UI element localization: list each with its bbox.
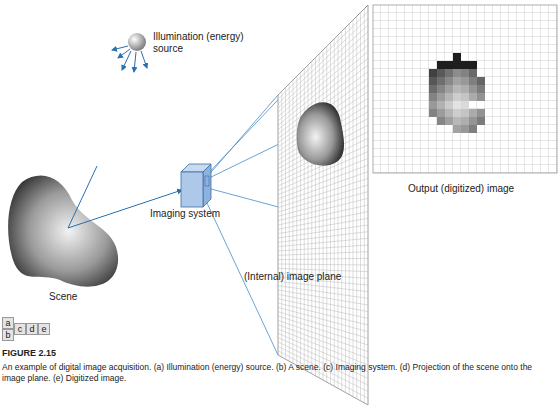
panel-letter: a bbox=[5, 318, 10, 328]
figure-label: Output (digitized) image bbox=[408, 183, 514, 195]
figure-label: (Internal) image plane bbox=[244, 271, 341, 283]
imaging-system bbox=[181, 164, 211, 207]
digitized-pixels bbox=[429, 53, 485, 133]
illumination-source bbox=[112, 33, 147, 72]
panel-letter: b bbox=[5, 330, 10, 340]
scene-shape bbox=[8, 176, 118, 287]
figure-caption: An example of digital image acquisition.… bbox=[2, 362, 547, 384]
panel-box: a bbox=[2, 317, 14, 329]
image-plane bbox=[278, 5, 368, 405]
panel-letter: d bbox=[29, 324, 34, 334]
output-grid bbox=[373, 5, 557, 173]
panel-box: c bbox=[14, 323, 26, 335]
figure-label: Illumination (energy) source bbox=[153, 31, 253, 55]
panel-box: b bbox=[2, 329, 14, 341]
figure-label: Scene bbox=[49, 291, 77, 303]
panel-box: d bbox=[26, 323, 38, 335]
projected-scene bbox=[297, 102, 344, 165]
figure-label: Imaging system bbox=[150, 208, 220, 220]
panel-letter: c bbox=[18, 324, 23, 334]
figure-title: FIGURE 2.15 bbox=[2, 348, 56, 358]
panel-box: e bbox=[38, 323, 50, 335]
panel-letter: e bbox=[41, 324, 46, 334]
